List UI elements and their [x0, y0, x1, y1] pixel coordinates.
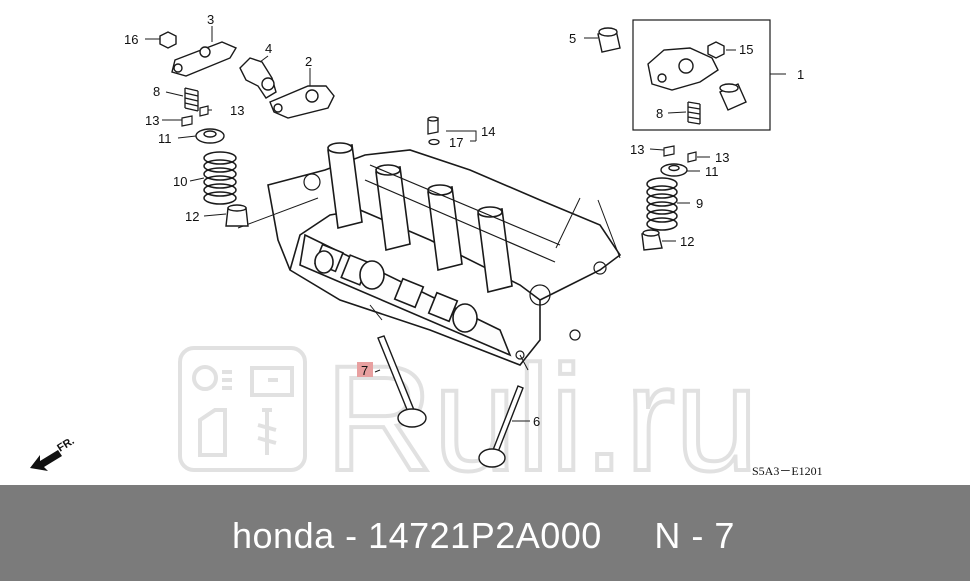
callout-1: 1 [797, 67, 804, 82]
retainer-11-left [195, 128, 225, 144]
valve-spring-9 [646, 177, 678, 231]
callout-7: 7 [361, 363, 368, 378]
rocker-arm-assembly [647, 47, 747, 111]
callout-16: 16 [124, 32, 138, 47]
callout-13-b: 13 [145, 113, 159, 128]
callout-6: 6 [533, 414, 540, 429]
valve-seal-12-right [641, 229, 663, 251]
callout-13-d: 13 [715, 150, 729, 165]
cotter-13-right [663, 145, 697, 163]
intake-valve-7 [377, 335, 427, 428]
rocker-arm-2 [269, 85, 335, 119]
nut-15 [707, 41, 725, 59]
figure-code: S5A3－E1201 [752, 464, 823, 478]
parts-diagram: Ruli.ru [30, 12, 823, 485]
callout-11-right: 11 [705, 164, 719, 179]
callout-14: 14 [481, 124, 495, 139]
watermark-text: Ruli.ru [325, 334, 758, 485]
spring-8-right [687, 101, 701, 125]
callout-4: 4 [265, 41, 272, 56]
callout-3: 3 [207, 12, 214, 27]
callout-17: 17 [449, 135, 463, 150]
rocker-arm-3 [171, 41, 238, 77]
assembly-box-1 [632, 19, 771, 131]
callout-13-c: 13 [630, 142, 644, 157]
cylinder-head [237, 142, 622, 371]
callout-9: 9 [696, 196, 703, 211]
cotter-13-left [181, 105, 209, 127]
lost-motion-spring-4 [239, 57, 277, 99]
leader-lines [145, 26, 786, 422]
callout-12-left: 12 [185, 209, 199, 224]
callout-15: 15 [739, 42, 753, 57]
callout-8-right: 8 [656, 106, 663, 121]
exhaust-valve-6 [478, 385, 524, 468]
bolt-14 [427, 116, 440, 146]
callout-7-highlight [357, 362, 373, 377]
callout-11-left: 11 [158, 131, 172, 146]
spring-8-left [184, 87, 199, 112]
callout-5: 5 [569, 31, 576, 46]
retainer-11-right [660, 163, 688, 177]
callout-10: 10 [173, 174, 187, 189]
valve-spring-10 [203, 151, 237, 205]
bracket-14-17 [446, 130, 477, 142]
nut-16 [159, 31, 177, 49]
callout-13-a: 13 [230, 103, 244, 118]
front-arrow-icon: FR. [30, 435, 77, 471]
collar-5 [597, 27, 621, 53]
valve-seal-12-left [225, 204, 249, 227]
callout-12-right: 12 [680, 234, 694, 249]
caption-bar [0, 485, 970, 581]
callout-2: 2 [305, 54, 312, 69]
part-number-caption: honda - 14721P2A000 N - 7 [232, 515, 735, 556]
callout-8-left: 8 [153, 84, 160, 99]
watermark-logo [178, 346, 307, 472]
